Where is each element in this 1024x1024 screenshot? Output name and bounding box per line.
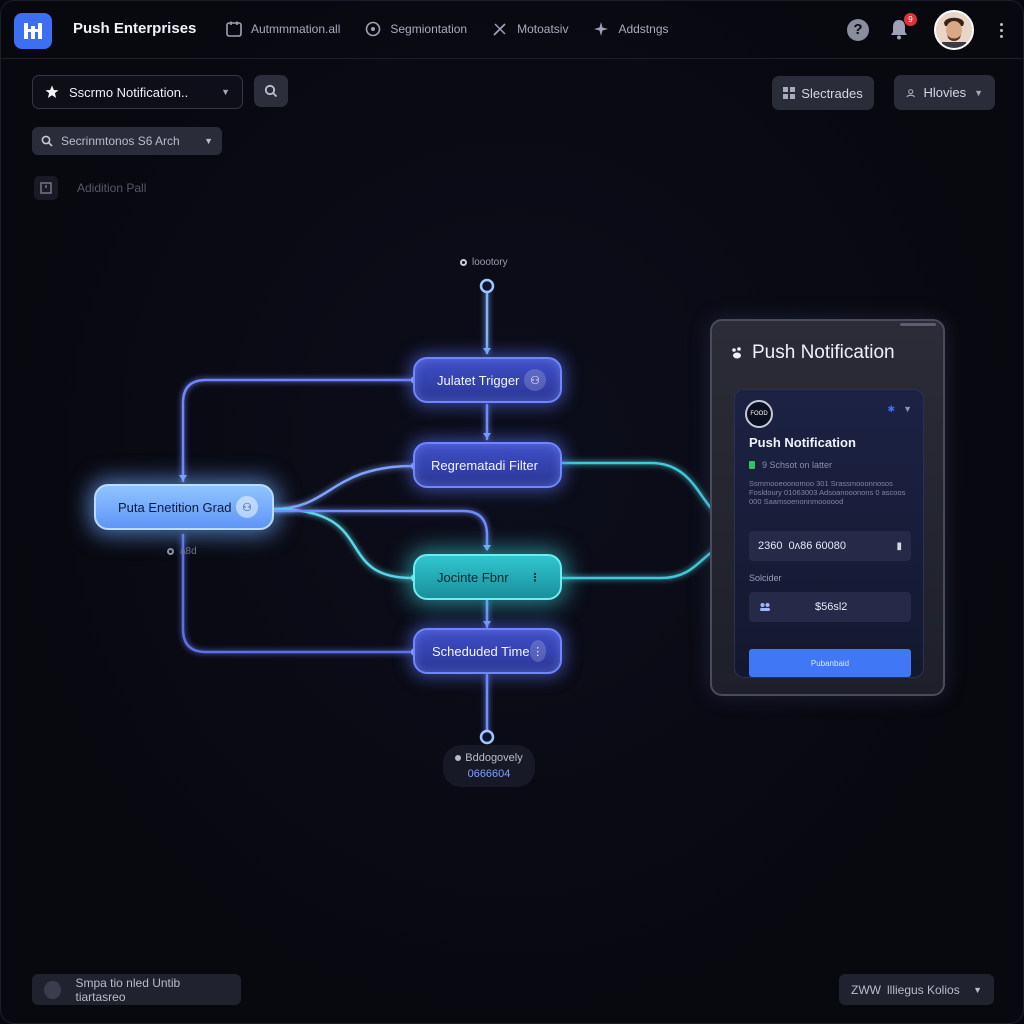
entry-node[interactable]: Puta Enetition Grad ⚇: [94, 484, 274, 530]
chevron-down-icon: ▼: [973, 984, 982, 995]
nav-label: Segmiontation: [390, 22, 468, 36]
search-button[interactable]: [254, 75, 288, 107]
language-select[interactable]: ZWW llliegus Kolios ▼: [839, 974, 994, 1005]
grid-icon: [783, 87, 796, 99]
filter-select[interactable]: Secrinmtonos S6 Arch ▼: [32, 127, 222, 155]
nav-item-automation[interactable]: Autmmmation.all: [225, 20, 340, 38]
add-node-icon[interactable]: [34, 176, 58, 200]
selected-button-label: Slectrades: [801, 85, 863, 101]
card-field-prefix: 2360: [758, 540, 783, 552]
chevron-down-icon: ▼: [221, 87, 230, 97]
card-field2-value: $56sl2: [815, 601, 848, 613]
trigger-node-label: Julatet Trigger: [437, 372, 520, 388]
help-icon[interactable]: ?: [847, 19, 869, 41]
condition-node-label: Jocinte Fbnr: [437, 569, 509, 585]
card-status: 9 Schsot on latter: [749, 460, 832, 470]
paw-icon: [732, 347, 741, 359]
schedule-node-label: Scheduded Time: [432, 643, 530, 659]
bell-icon[interactable]: [887, 17, 911, 41]
panel-title: Push Notification: [752, 342, 895, 363]
selected-button[interactable]: Slectrades: [772, 76, 874, 110]
card-field-value: 0ʌ86 60080: [788, 540, 846, 552]
status-pill-label: Smpa tio nled Untib tiartasreo: [75, 975, 181, 1004]
workflow-select-value: Sscrmo Notification..: [69, 84, 189, 100]
entry-node-label: Puta Enetition Grad: [118, 499, 232, 515]
nav-label: Autmmmation.all: [251, 22, 341, 36]
language-select-value: llliegus Kolios: [886, 982, 960, 997]
nav-item-segmentation[interactable]: Segmiontation: [364, 20, 467, 38]
chevron-down-icon: ▼: [974, 87, 983, 98]
notification-badge: 9: [904, 13, 917, 26]
nav-label: Addstngs: [618, 22, 669, 36]
trash-icon[interactable]: ▮: [896, 540, 902, 552]
card-title: Push Notification: [749, 435, 856, 450]
flow-end-tag[interactable]: Bddogovely 0666604: [443, 745, 535, 787]
app-badge-text: FOOD: [750, 411, 768, 417]
push-notification-panel: Push Notification FOOD ✱ ▼ Push Notifica…: [710, 319, 945, 696]
panel-header: Push Notification: [730, 342, 895, 364]
nav-item-motoatsiv[interactable]: Motoatsiv: [491, 20, 568, 38]
status-pill[interactable]: Smpa tio nled Untib tiartasreo: [32, 974, 241, 1005]
schedule-node[interactable]: Scheduded Time ⋮: [413, 628, 562, 674]
language-select-prefix: ZWW: [851, 982, 881, 997]
person-icon[interactable]: ⚇: [236, 496, 258, 518]
more-vertical-icon[interactable]: ⋮: [529, 571, 541, 584]
end-tag-title: Bddogovely: [455, 752, 523, 764]
main-nav: Autmmmation.all Segmiontation Motoatsiv …: [225, 20, 669, 38]
flow-start-label: loootory: [472, 257, 508, 268]
start-dot-icon: [460, 259, 467, 266]
star-icon: [45, 85, 59, 98]
more-menu-icon[interactable]: [993, 21, 1009, 41]
notification-preview-card: FOOD ✱ ▼ Push Notification 9 Schsot on l…: [734, 389, 924, 678]
workflow-select[interactable]: Sscrmo Notification.. ▼: [32, 75, 243, 109]
users-icon: [760, 603, 770, 611]
publish-button[interactable]: Pubanbaid: [749, 649, 911, 677]
card-actions: ✱ ▼: [888, 404, 912, 415]
add-action-row[interactable]: Adidition Pall: [34, 176, 146, 200]
tools-icon: [493, 23, 506, 36]
entry-side-tag: a8d: [167, 546, 197, 557]
segment-icon: [366, 21, 381, 37]
end-tag-line1: Bddogovely: [465, 752, 523, 764]
search-icon: [264, 84, 278, 98]
entry-side-label: a8d: [180, 546, 197, 557]
card-value-field[interactable]: 2360 0ʌ86 60080 ▮: [749, 531, 911, 561]
calendar-icon: [226, 21, 242, 37]
app-badge-icon: FOOD: [745, 400, 773, 428]
nav-item-addstngs[interactable]: Addstngs: [592, 20, 669, 38]
settings-icon[interactable]: ✱: [887, 404, 896, 414]
nav-label: Motoatsiv: [517, 22, 569, 36]
views-dropdown-label: Hlovies: [923, 85, 967, 100]
filter-node-label: Regrematadi Filter: [431, 457, 538, 473]
chevron-down-icon: ▼: [204, 136, 213, 146]
status-indicator-icon: [749, 461, 755, 469]
end-dot-icon: [455, 755, 462, 761]
card-sublabel: Solcider: [749, 573, 782, 583]
sparkle-icon: [594, 22, 609, 36]
filter-select-value: Secrinmtonos S6 Arch: [61, 134, 180, 148]
user-avatar[interactable]: [934, 10, 974, 50]
chevron-down-icon[interactable]: ▼: [903, 404, 912, 414]
end-tag-line2: 0666604: [467, 768, 511, 780]
views-dropdown[interactable]: Hlovies ▼: [894, 75, 995, 110]
trigger-node[interactable]: Julatet Trigger ⚇: [413, 357, 562, 403]
card-slider-field[interactable]: $56sl2: [749, 592, 911, 622]
card-status-text: 9 Schsot on latter: [762, 460, 833, 470]
user-group-icon: [906, 88, 915, 97]
panel-grip[interactable]: [900, 323, 936, 326]
gear-icon: [44, 980, 62, 999]
search-icon: [41, 135, 53, 147]
top-bar: Push Enterprises Autmmmation.all Segmion…: [1, 1, 1023, 59]
person-icon[interactable]: ⚇: [524, 369, 546, 391]
add-action-label: Adidition Pall: [77, 181, 147, 195]
filter-node[interactable]: Regrematadi Filter: [413, 442, 562, 488]
condition-node[interactable]: Jocinte Fbnr ⋮: [413, 554, 562, 600]
more-vertical-icon[interactable]: ⋮: [529, 640, 546, 662]
card-body-text: Ssmmooeoonomoo 301 Srassmooonnosos Fosld…: [749, 479, 906, 506]
flow-start-tag: loootory: [460, 257, 508, 268]
brand-name: Push Enterprises: [73, 20, 197, 37]
app-logo-icon[interactable]: [14, 13, 52, 49]
node-port-icon: [167, 548, 174, 555]
